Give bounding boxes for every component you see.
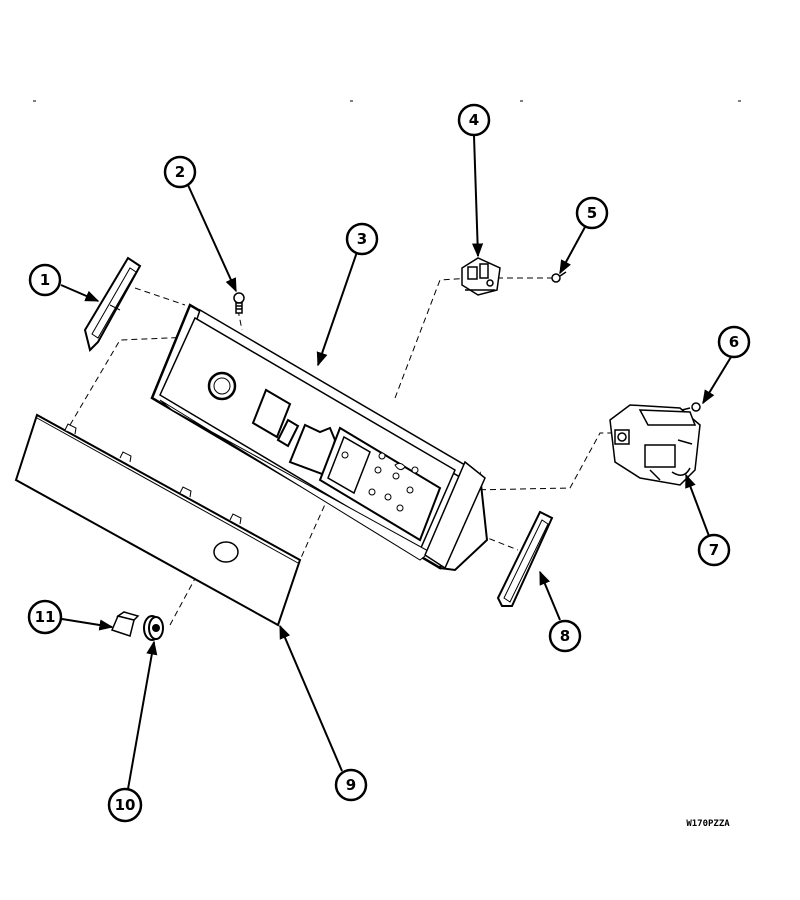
svg-text:4: 4 [469, 111, 479, 129]
callout-5: 5 [575, 196, 609, 230]
leader-4 [471, 135, 484, 258]
callouts: 1 2 3 4 5 6 7 8 [27, 103, 751, 823]
drawing-code: W170PZZA [686, 819, 730, 829]
svg-text:3: 3 [357, 230, 367, 248]
callout-2: 2 [163, 155, 197, 189]
callout-10: 10 [107, 787, 143, 823]
callout-4: 4 [457, 103, 491, 137]
leader-2 [187, 184, 237, 293]
leader-arrows [60, 135, 732, 790]
leader-5 [559, 226, 586, 275]
svg-text:7: 7 [709, 541, 719, 559]
svg-text:2: 2 [175, 163, 185, 181]
part-10-knob [143, 615, 164, 641]
part-11-insert [110, 611, 140, 637]
callout-8: 8 [548, 619, 582, 653]
part-2-screw [233, 292, 245, 314]
part-7-timer [609, 404, 701, 486]
svg-text:11: 11 [35, 608, 56, 626]
svg-text:8: 8 [560, 627, 570, 645]
leader-7 [685, 473, 710, 537]
svg-text:1: 1 [40, 271, 50, 289]
svg-text:6: 6 [729, 333, 739, 351]
part-5-screw [551, 271, 567, 283]
part-8-right-end-cap [496, 510, 554, 607]
leader-10 [127, 640, 158, 790]
part-9-front-panel [14, 413, 302, 627]
part-3-control-panel [150, 303, 489, 572]
callout-7: 7 [697, 533, 731, 567]
leader-11 [61, 618, 114, 631]
part-6-screw [681, 402, 701, 412]
callout-9: 9 [334, 768, 368, 802]
part-1-left-end-cap [83, 256, 142, 352]
svg-text:10: 10 [115, 796, 136, 814]
leader-6 [702, 356, 732, 405]
svg-text:5: 5 [587, 204, 597, 222]
leader-8 [539, 570, 561, 621]
callout-1: 1 [28, 263, 62, 297]
callout-3: 3 [345, 222, 379, 256]
callout-6: 6 [717, 325, 751, 359]
part-4-switch [461, 257, 501, 296]
leader-9 [279, 624, 343, 772]
leader-3 [316, 251, 358, 367]
callout-11: 11 [27, 599, 63, 635]
leader-1 [60, 284, 100, 302]
svg-text:9: 9 [346, 776, 356, 794]
